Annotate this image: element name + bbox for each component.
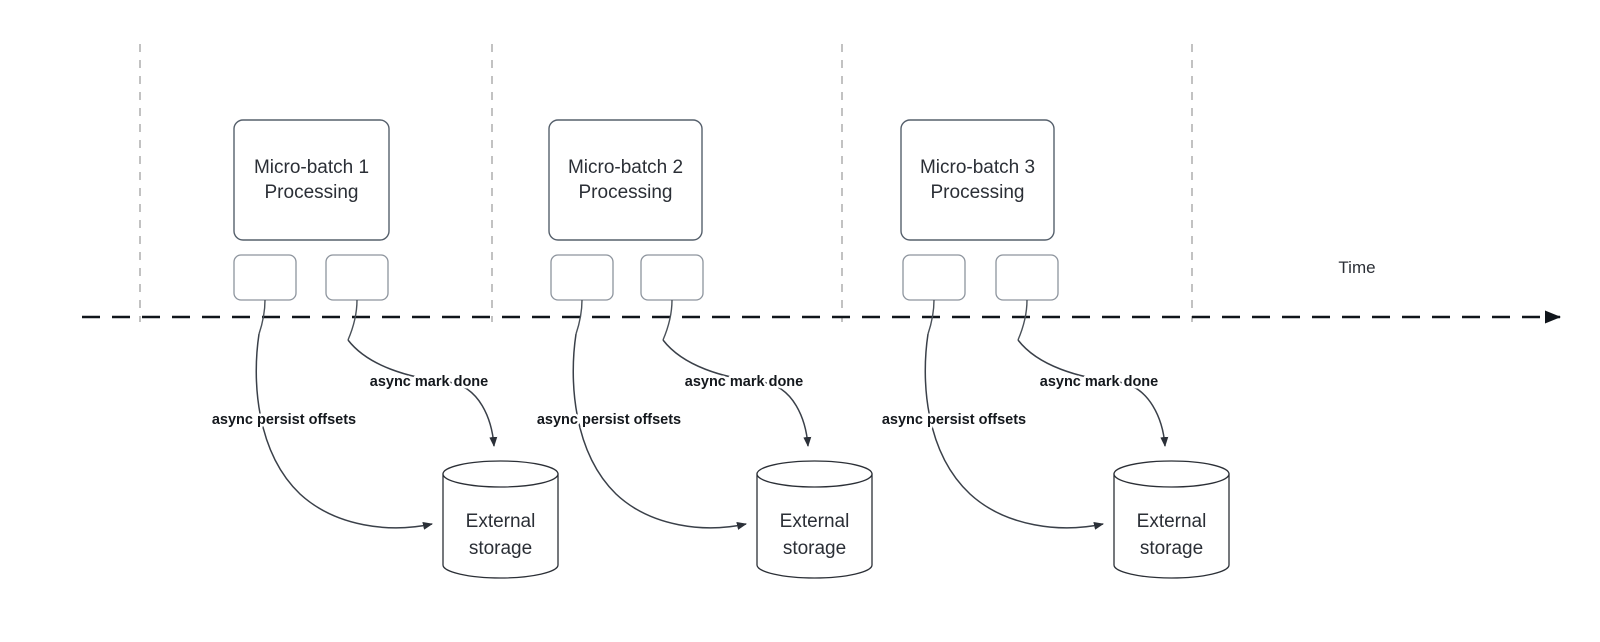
async-mark-done-arrow-3: [1017, 339, 1169, 447]
micro-batch-1-group: Micro-batch 1 Processing External storag…: [209, 119, 559, 579]
external-storage-3-label-line2: storage: [1140, 538, 1203, 559]
external-storage-1-top: [442, 460, 559, 488]
micro-batch-3-tick-a-stem: [927, 299, 935, 335]
external-storage-1-body: [442, 473, 559, 579]
external-storage-1[interactable]: External storage: [442, 460, 559, 579]
micro-batch-2-group: Micro-batch 2 Processing External storag…: [534, 119, 873, 579]
external-storage-3-body: [1113, 473, 1230, 579]
micro-batch-2-box[interactable]: [548, 119, 703, 241]
micro-batch-2-label-line1: Micro-batch 2: [568, 157, 683, 178]
async-persist-offsets-arrow-2: [572, 333, 747, 530]
external-storage-3-label-line1: External: [1137, 511, 1207, 532]
async-persist-offsets-label-1: async persist offsets: [212, 412, 356, 428]
async-persist-offsets-label-3: async persist offsets: [882, 412, 1026, 428]
external-storage-2[interactable]: External storage: [756, 460, 873, 579]
external-storage-2-label-line1: External: [780, 511, 850, 532]
micro-batch-1-tick-b-stem: [347, 299, 358, 341]
external-storage-2-body: [756, 473, 873, 579]
external-storage-1-label-line1: External: [466, 511, 536, 532]
boundary-lines: [139, 44, 1193, 322]
micro-batch-2-tick-a-stem: [575, 299, 583, 335]
async-mark-done-arrow-2: [662, 339, 812, 447]
micro-batch-1-box[interactable]: [233, 119, 390, 241]
micro-batch-1-label-line1: Micro-batch 1: [254, 157, 369, 178]
micro-batch-1-tick-a-stem: [258, 299, 266, 335]
micro-batch-2-label-line2: Processing: [579, 182, 673, 203]
external-storage-2-top: [756, 460, 873, 488]
time-axis: Time: [82, 258, 1561, 324]
async-persist-offsets-arrow-1: [255, 333, 433, 530]
async-mark-done-label-1: async mark done: [370, 374, 488, 390]
micro-batch-3-tick-b-stem: [1017, 299, 1028, 341]
micro-batch-3-label-line2: Processing: [931, 182, 1025, 203]
micro-batch-2-tick-b[interactable]: [640, 254, 704, 301]
external-storage-2-label-line2: storage: [783, 538, 846, 559]
external-storage-1-label-line2: storage: [469, 538, 532, 559]
micro-batch-2-tick-b-stem: [662, 299, 673, 341]
micro-batch-1-tick-b[interactable]: [325, 254, 389, 301]
micro-batch-3-tick-a[interactable]: [902, 254, 966, 301]
async-persist-offsets-label-2: async persist offsets: [537, 412, 681, 428]
micro-batch-3-group: Micro-batch 3 Processing External storag…: [879, 119, 1230, 579]
micro-batch-3-label-line1: Micro-batch 3: [920, 157, 1035, 178]
async-mark-done-label-2: async mark done: [685, 374, 803, 390]
micro-batch-1-label-line2: Processing: [265, 182, 359, 203]
time-axis-label: Time: [1338, 258, 1375, 277]
external-storage-3-top: [1113, 460, 1230, 488]
micro-batch-3-box[interactable]: [900, 119, 1055, 241]
micro-batch-2-tick-a[interactable]: [550, 254, 614, 301]
async-persist-offsets-arrow-3: [924, 333, 1104, 530]
async-mark-done-arrow-1: [347, 339, 498, 447]
async-mark-done-label-3: async mark done: [1040, 374, 1158, 390]
micro-batch-1-tick-a[interactable]: [233, 254, 297, 301]
micro-batch-3-tick-b[interactable]: [995, 254, 1059, 301]
external-storage-3[interactable]: External storage: [1113, 460, 1230, 579]
